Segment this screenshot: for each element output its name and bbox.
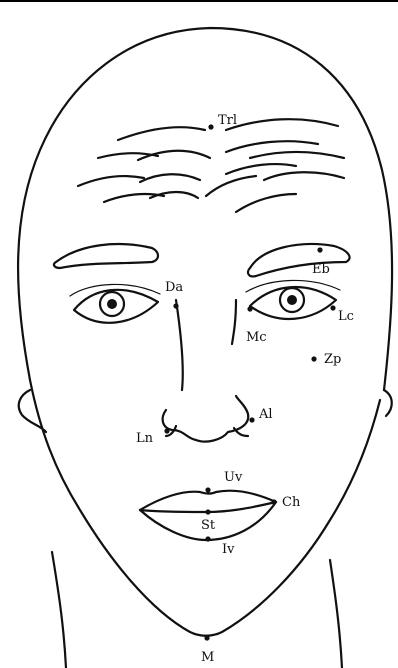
- landmark-label-m: M: [201, 650, 214, 665]
- landmark-dot-st: [205, 509, 210, 514]
- landmark-dot-iv: [205, 536, 210, 541]
- landmark-label-iv: Iv: [222, 542, 235, 557]
- landmark-label-mc: Mc: [246, 330, 267, 345]
- landmark-dot-al: [249, 417, 254, 422]
- nose-left-line: [176, 300, 183, 390]
- upper-lip: [140, 491, 276, 512]
- right-eye: [246, 280, 340, 319]
- left-eye: [70, 284, 160, 322]
- landmark-dot-uv: [205, 487, 210, 492]
- landmark-dot-lc: [330, 305, 335, 310]
- landmark-dot-ch: [271, 499, 276, 504]
- landmark-dot-trl: [208, 124, 213, 129]
- landmark-dot-eb: [317, 247, 322, 252]
- landmark-label-ln: Ln: [136, 431, 154, 446]
- left-eyebrow: [54, 244, 158, 268]
- landmark-dot-mc: [247, 306, 252, 311]
- right-ear: [384, 390, 392, 416]
- landmark-dot-zp: [311, 356, 316, 361]
- landmark-label-zp: Zp: [324, 352, 341, 367]
- nose-right-line: [232, 300, 236, 344]
- landmark-label-da: Da: [165, 280, 183, 295]
- landmark-label-lc: Lc: [338, 309, 354, 324]
- landmark-label-ch: Ch: [282, 495, 301, 510]
- right-eyebrow: [248, 244, 350, 276]
- head-outline: [18, 28, 392, 636]
- landmark-label-al: Al: [258, 407, 273, 422]
- forehead-wrinkles: [78, 119, 344, 212]
- nose-base: [163, 396, 249, 442]
- landmark-label-st: St: [201, 518, 216, 533]
- nostril-right: [234, 428, 248, 436]
- landmark-label-uv: Uv: [224, 470, 243, 485]
- landmark-dot-m: [204, 635, 209, 640]
- neck-right: [330, 560, 342, 668]
- landmark-dot-ln: [164, 428, 169, 433]
- landmark-label-eb: Eb: [312, 262, 330, 277]
- neck-left: [52, 552, 66, 668]
- landmark-label-trl: Trl: [218, 113, 237, 128]
- landmark-dot-da: [173, 303, 178, 308]
